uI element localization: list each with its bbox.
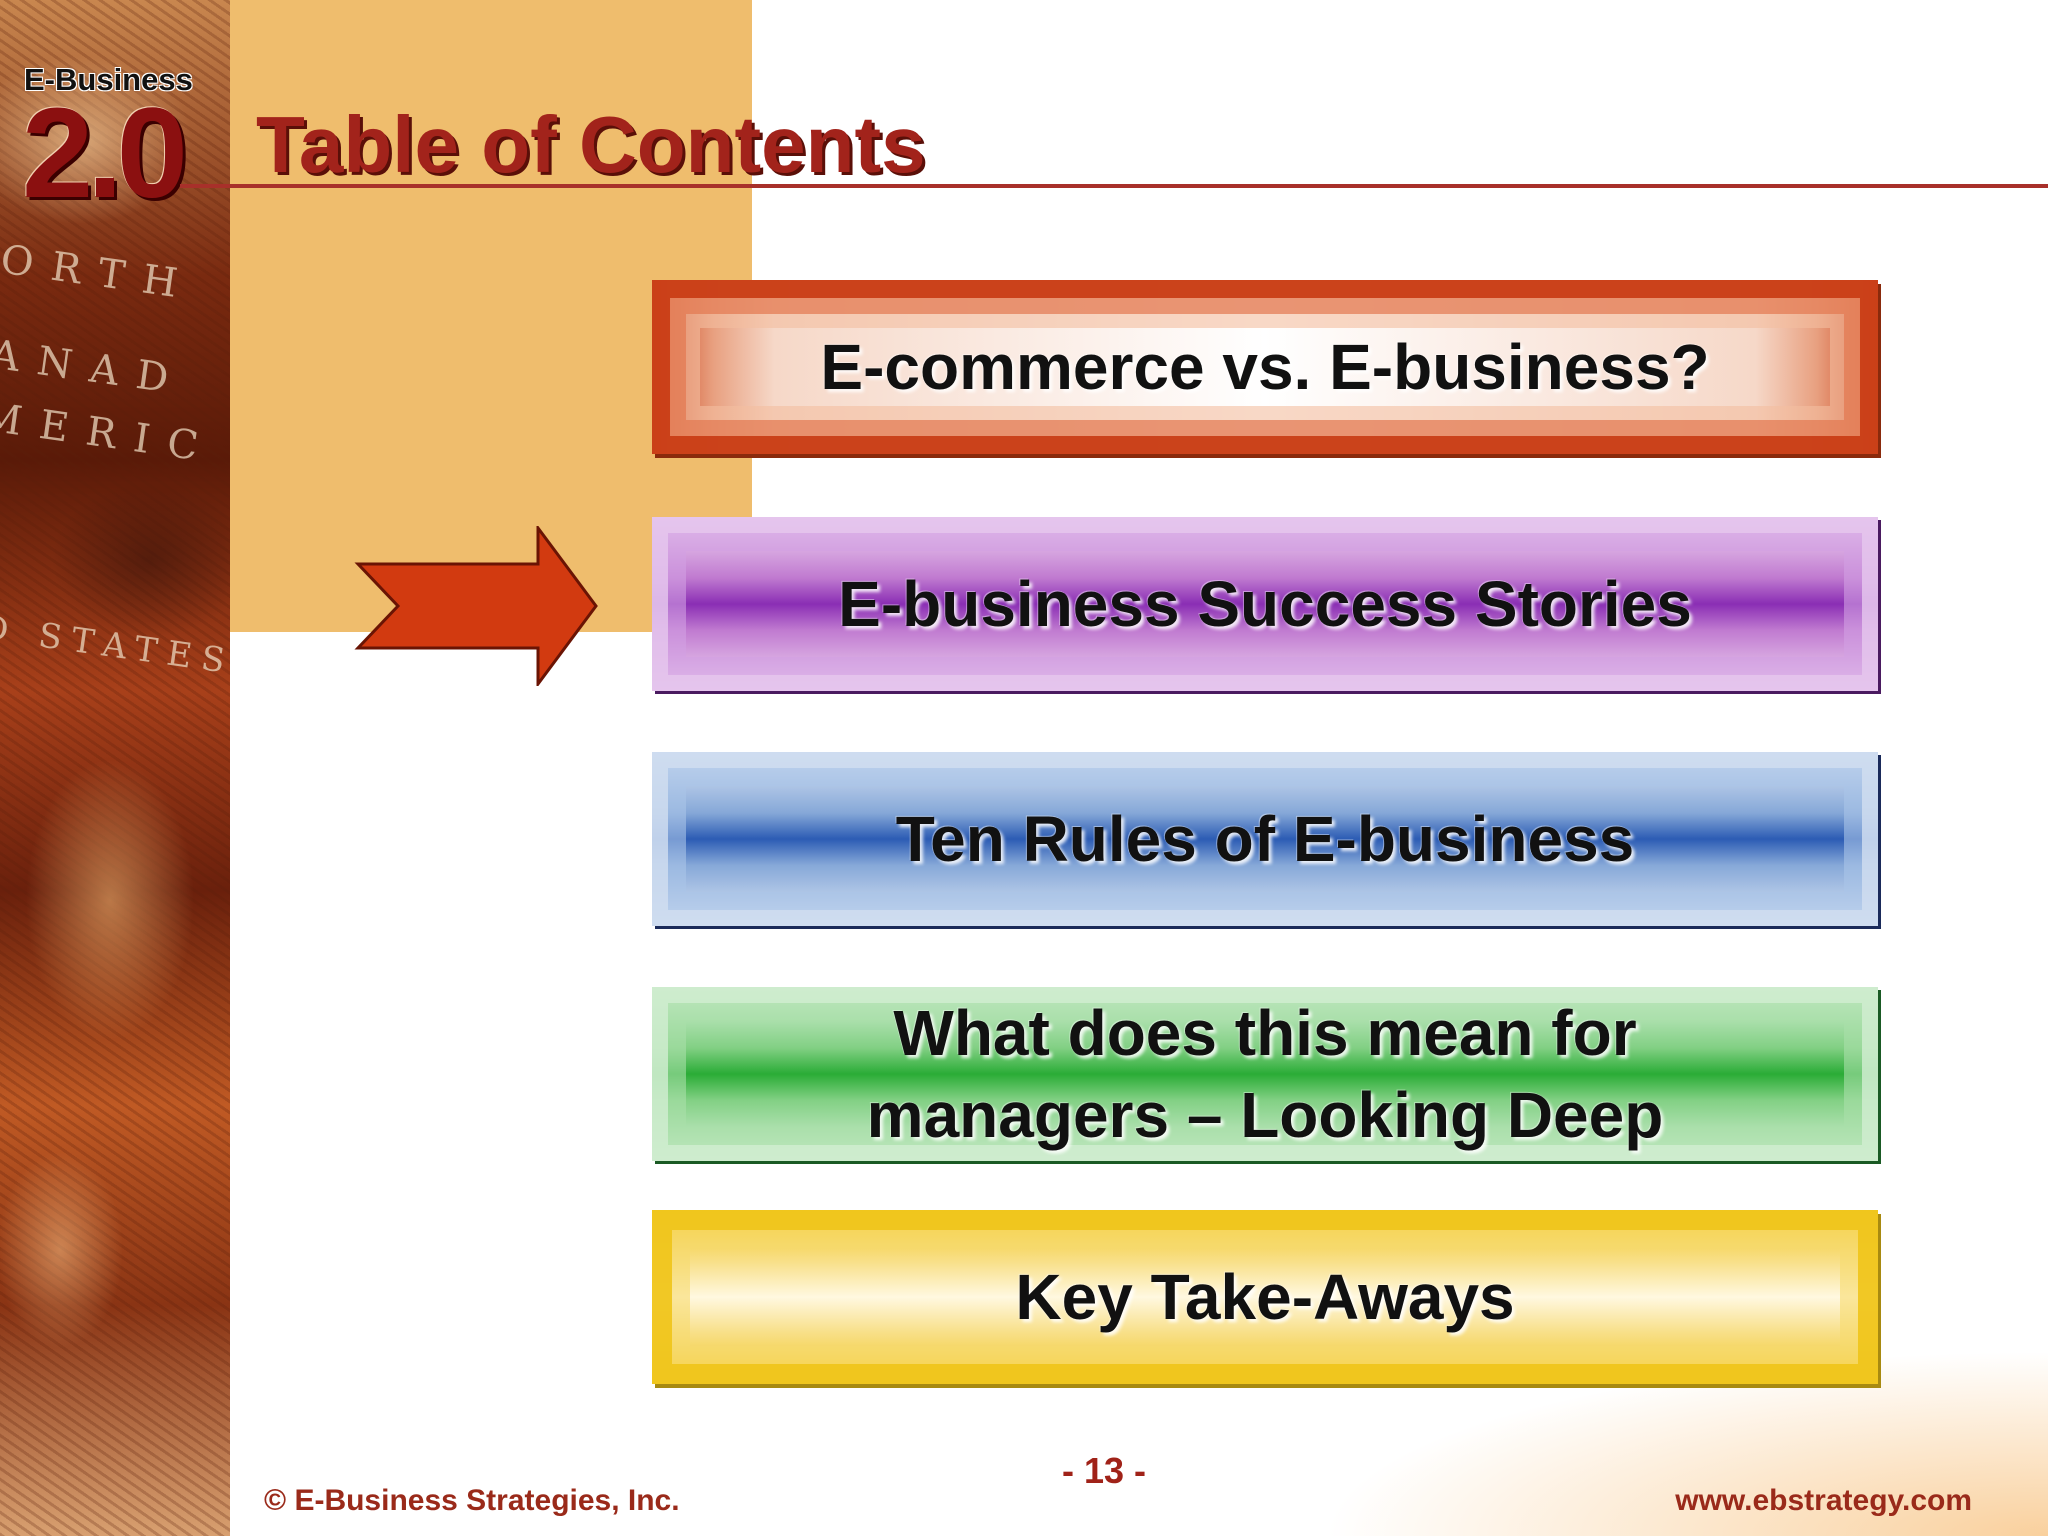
- website-link[interactable]: www.ebstrategy.com: [1675, 1484, 1972, 1517]
- menu-item-label: E-business Success Stories: [838, 568, 1692, 640]
- menu-item-ten-rules[interactable]: Ten Rules of E-business: [652, 752, 1878, 926]
- menu-item-looking-deep[interactable]: What does this mean for managers – Looki…: [652, 987, 1878, 1161]
- copyright-text: © E-Business Strategies, Inc.: [264, 1484, 680, 1517]
- map-text-decoration: ORTH: [0, 236, 199, 310]
- page-number: - 13 -: [1062, 1450, 1147, 1491]
- decorative-map-strip: ORTH ANAD MERIC D STATES: [0, 0, 237, 1536]
- logo-version: 2.0: [22, 82, 188, 225]
- menu-item-label: What does this mean for managers – Looki…: [866, 997, 1664, 1151]
- logo-text: E-Business: [24, 62, 193, 97]
- menu-item-success-stories[interactable]: E-business Success Stories: [652, 517, 1878, 691]
- map-text-decoration: MERIC: [0, 393, 219, 473]
- menu-item-label: Ten Rules of E-business: [895, 803, 1635, 875]
- menu-item-key-take-aways[interactable]: Key Take-Aways: [652, 1210, 1878, 1384]
- title-divider: [180, 184, 2048, 188]
- menu-item-label: E-commerce vs. E-business?: [820, 331, 1710, 403]
- map-text-decoration: ANAD: [0, 331, 190, 405]
- menu-item-ecommerce-vs-ebusiness[interactable]: E-commerce vs. E-business?: [652, 280, 1878, 454]
- map-text-decoration: D STATES: [0, 607, 238, 683]
- page-title: Table of Contents: [256, 100, 926, 189]
- arrow-icon: [354, 526, 598, 686]
- menu-item-label: Key Take-Aways: [1015, 1261, 1515, 1333]
